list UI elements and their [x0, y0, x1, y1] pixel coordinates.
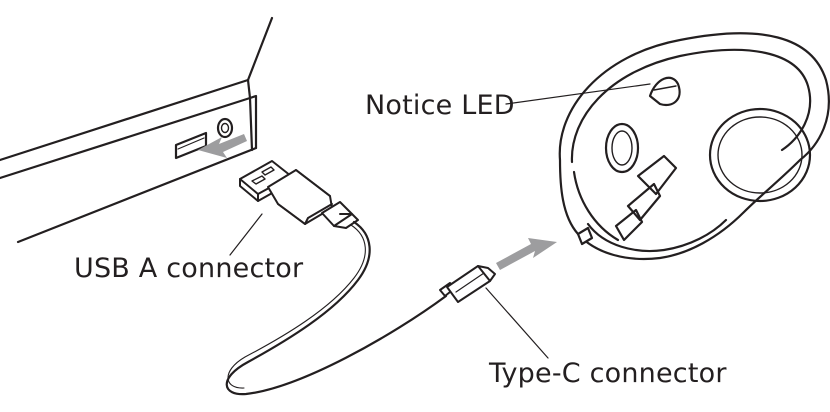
- insert-arrow-right-icon: [496, 238, 557, 270]
- leader-line-usba: [229, 213, 263, 256]
- usb-c-plug-icon: [439, 265, 496, 303]
- audio-jack-icon: [216, 117, 234, 139]
- side-button-lower: [614, 208, 644, 242]
- computer-icon: [0, 16, 274, 244]
- notice-led-label: Notice LED: [365, 90, 515, 121]
- trackball-icon: [708, 107, 812, 203]
- usb-cable-inner: [227, 224, 366, 389]
- thumb-button-icon: [604, 122, 640, 174]
- usb-a-connector-label: USB A connector: [74, 253, 304, 284]
- usb-cable: [225, 220, 448, 396]
- scroll-wheel-icon: [648, 76, 681, 107]
- mouse-usb-c-port-icon: [576, 226, 594, 246]
- usb-port-icon: [174, 131, 208, 160]
- leader-line-typec: [485, 287, 549, 359]
- leader-line-led: [505, 83, 651, 105]
- side-button-back: [626, 182, 662, 222]
- type-c-connector-label: Type-C connector: [489, 358, 727, 389]
- insert-arrow-left-icon: [198, 134, 247, 158]
- trackball-mouse-icon: [558, 32, 830, 261]
- usb-a-plug-icon: [239, 160, 359, 229]
